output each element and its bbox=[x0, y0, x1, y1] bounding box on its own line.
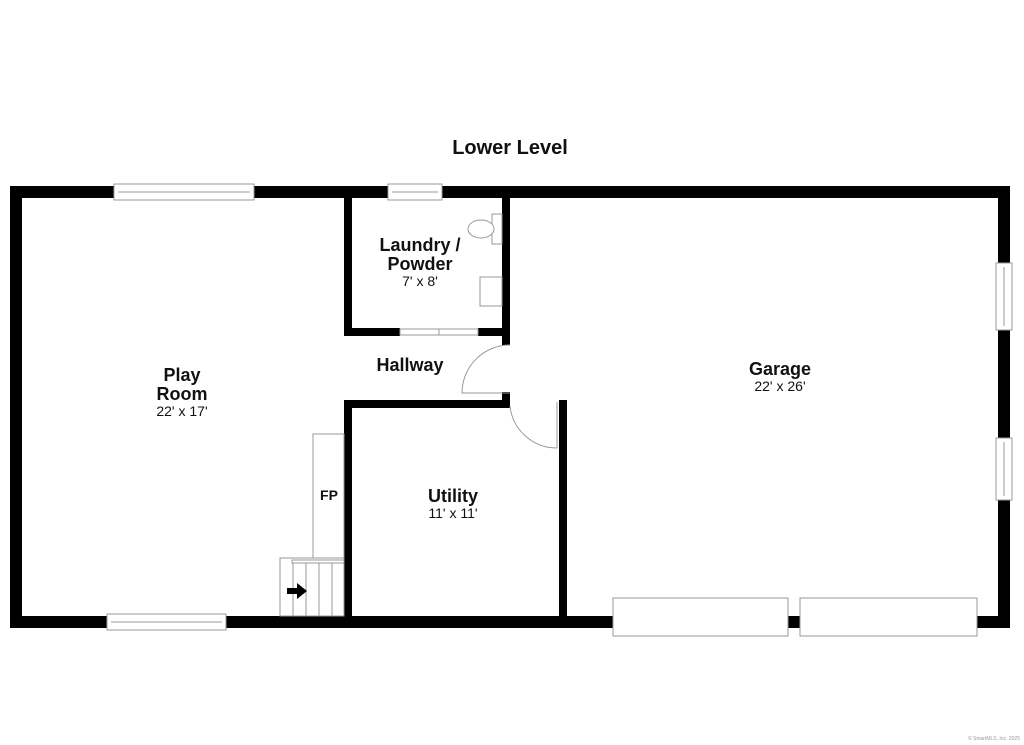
doors bbox=[461, 344, 558, 449]
laundry-right-wall bbox=[502, 198, 510, 345]
room-label-play-room: Play Room 22' x 17' bbox=[156, 365, 208, 419]
hallway-door-swing bbox=[461, 344, 511, 394]
fireplace bbox=[312, 433, 345, 559]
utility-door-jamb bbox=[502, 392, 510, 408]
utility-left-wall bbox=[344, 400, 352, 620]
laundry-bottom-wall-right bbox=[478, 328, 510, 336]
utility-right-wall bbox=[559, 400, 567, 620]
garage-doors bbox=[612, 597, 978, 637]
right-wall bbox=[998, 186, 1010, 628]
top-wall bbox=[10, 186, 1010, 198]
room-label-hallway: Hallway bbox=[376, 355, 444, 375]
sink-icon bbox=[479, 276, 503, 307]
toilet-icon bbox=[467, 219, 495, 239]
utility-door-swing bbox=[509, 405, 558, 449]
garage-door bbox=[612, 597, 789, 637]
windows bbox=[106, 183, 1013, 631]
fireplace-label: FP bbox=[320, 487, 338, 503]
floor-plan-title: Lower Level bbox=[452, 137, 568, 159]
left-wall bbox=[10, 186, 22, 628]
room-label-garage: Garage 22' x 26' bbox=[748, 359, 812, 394]
laundry-bottom-wall-left bbox=[344, 328, 400, 336]
stairs bbox=[279, 557, 345, 617]
room-label-laundry-powder: Laundry / Powder 7' x 8' bbox=[379, 235, 461, 289]
stairs-arrow-icon bbox=[287, 583, 307, 599]
utility-top-wall bbox=[344, 400, 510, 408]
fixtures bbox=[279, 213, 503, 617]
room-label-utility: Utility 11' x 11' bbox=[427, 486, 479, 521]
garage-door bbox=[799, 597, 978, 637]
laundry-left-wall bbox=[344, 198, 352, 336]
copyright: © SmartMLS, Inc. 2025 bbox=[967, 736, 1020, 742]
